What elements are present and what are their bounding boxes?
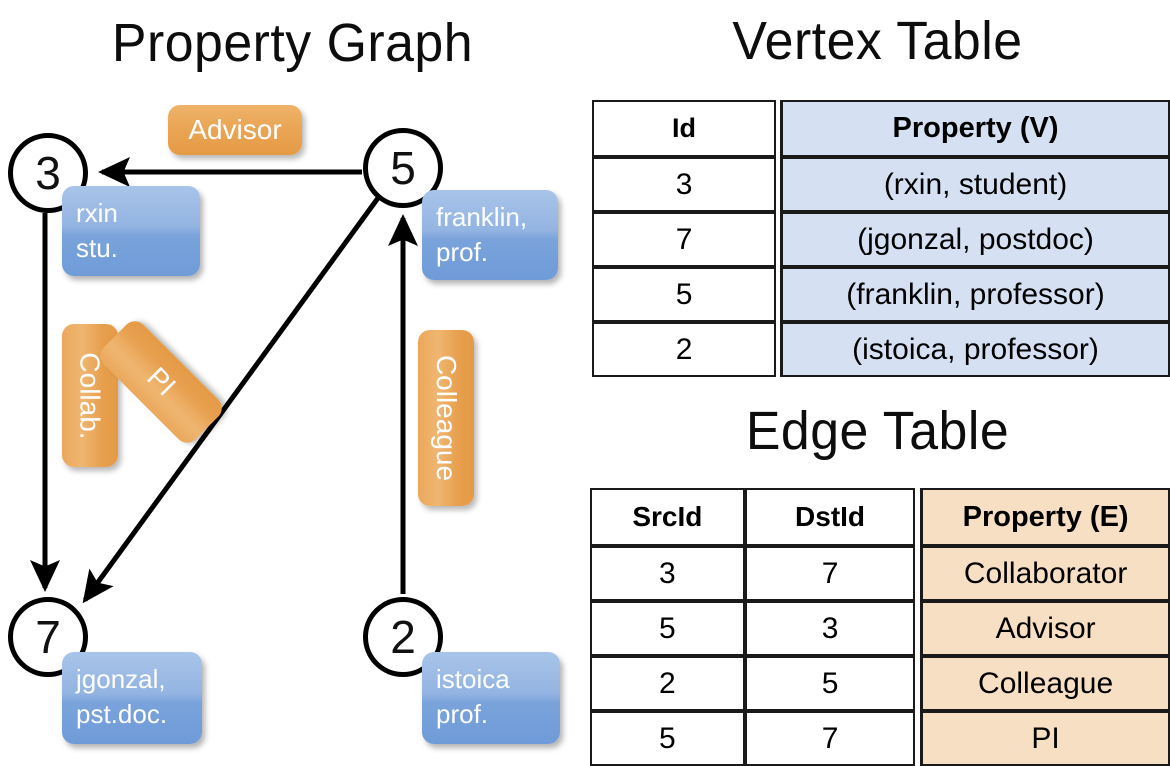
- vertex-property-box-rxin-line1: rxin: [76, 198, 118, 228]
- graph-node-5-label: 5: [390, 142, 416, 194]
- edge-label-collab-text: Collab.: [75, 351, 107, 440]
- edge-table-cell-dstid: 5: [744, 656, 916, 711]
- vertex-property-box-franklin[interactable]: franklin, prof.: [422, 190, 558, 280]
- edge-table-cell-srcid: 3: [590, 546, 745, 601]
- edge-pi-line: [82, 196, 381, 604]
- edge-table-column-gap: [915, 601, 921, 656]
- page-title-property-graph: Property Graph: [111, 13, 474, 73]
- edge-table-cell-property: Colleague: [920, 656, 1170, 711]
- edge-label-colleague-text: Colleague: [431, 354, 463, 482]
- vertex-table-column-gap: [776, 267, 781, 322]
- vertex-table-column-gap: [776, 100, 781, 157]
- edge-table-cell-dstid: 3: [744, 601, 916, 656]
- vertex-property-box-istoica-line2: prof.: [436, 699, 489, 730]
- edge-table-column-gap: [915, 488, 921, 546]
- page-title-edge-table: Edge Table: [745, 401, 1010, 461]
- vertex-table-column-gap: [776, 322, 781, 377]
- vertex-table-cell-property: (jgonzal, postdoc): [780, 212, 1170, 267]
- property-graph-diagram: 3 5 7 2 rxin stu. franklin, prof. jgonza…: [0, 0, 585, 760]
- vertex-property-box-rxin[interactable]: rxin stu.: [62, 186, 200, 276]
- vertex-table-row[interactable]: 3 (rxin, student): [592, 157, 1170, 212]
- vertex-table-header-row: Id Property (V): [592, 100, 1170, 157]
- vertex-table: Id Property (V) 3 (rxin, student) 7 (jgo…: [592, 100, 1170, 377]
- edge-table-row[interactable]: 3 7 Collaborator: [590, 546, 1170, 601]
- vertex-table-row[interactable]: 2 (istoica, professor): [592, 322, 1170, 377]
- vertex-table-cell-property: (rxin, student): [780, 157, 1170, 212]
- edge-table: SrcId DstId Property (E) 3 7 Collaborato…: [590, 488, 1170, 766]
- vertex-table-cell-id: 7: [592, 212, 777, 267]
- edge-table-cell-srcid: 2: [590, 656, 745, 711]
- vertex-table-cell-property: (istoica, professor): [780, 322, 1170, 377]
- edge-table-header-property: Property (E): [920, 488, 1170, 546]
- graph-node-3-label: 3: [35, 147, 61, 199]
- edge-label-advisor[interactable]: Advisor: [168, 105, 302, 155]
- edge-label-colleague[interactable]: Colleague: [418, 330, 474, 506]
- vertex-property-box-jgonzal-line2: pst.doc.: [76, 699, 168, 730]
- graph-node-2-label: 2: [390, 611, 416, 663]
- graph-node-2[interactable]: 2: [363, 597, 443, 677]
- vertex-table-header-id: Id: [592, 100, 777, 157]
- edge-label-pi-text: PI: [141, 361, 182, 402]
- graph-edges-svg: [30, 157, 418, 604]
- edge-table-header-srcid: SrcId: [590, 488, 745, 546]
- edge-label-advisor-text: Advisor: [188, 114, 282, 145]
- graph-node-7-label: 7: [35, 611, 61, 663]
- edge-table-cell-dstid: 7: [744, 546, 916, 601]
- vertex-table-row[interactable]: 5 (franklin, professor): [592, 267, 1170, 322]
- vertex-table-cell-id: 2: [592, 322, 777, 377]
- vertex-property-box-franklin-line2: prof.: [436, 237, 489, 268]
- edge-table-cell-property: Collaborator: [920, 546, 1170, 601]
- edge-table-column-gap: [915, 711, 921, 766]
- vertex-property-box-rxin-line2: stu.: [76, 233, 118, 264]
- page-title-vertex-table: Vertex Table: [732, 11, 1023, 71]
- vertex-property-box-istoica-line1: istoica: [436, 664, 510, 694]
- vertex-property-box-franklin-line1: franklin,: [436, 202, 528, 232]
- vertex-table-header-property: Property (V): [780, 100, 1170, 157]
- edge-table-header-dstid: DstId: [744, 488, 916, 546]
- vertex-property-box-jgonzal-line1: jgonzal,: [76, 664, 166, 694]
- edge-table-column-gap: [915, 656, 921, 711]
- edge-table-header-row: SrcId DstId Property (E): [590, 488, 1170, 546]
- edge-table-row[interactable]: 2 5 Colleague: [590, 656, 1170, 711]
- edge-table-cell-property: Advisor: [920, 601, 1170, 656]
- vertex-table-column-gap: [776, 157, 781, 212]
- edge-table-row[interactable]: 5 7 PI: [590, 711, 1170, 766]
- edge-table-column-gap: [915, 546, 921, 601]
- edge-table-cell-property: PI: [920, 711, 1170, 766]
- vertex-table-cell-id: 5: [592, 267, 777, 322]
- vertex-table-row[interactable]: 7 (jgonzal, postdoc): [592, 212, 1170, 267]
- edge-table-cell-srcid: 5: [590, 711, 745, 766]
- vertex-table-cell-property: (franklin, professor): [780, 267, 1170, 322]
- edge-table-row[interactable]: 5 3 Advisor: [590, 601, 1170, 656]
- vertex-table-cell-id: 3: [592, 157, 777, 212]
- vertex-property-box-istoica[interactable]: istoica prof.: [422, 652, 560, 744]
- vertex-table-column-gap: [776, 212, 781, 267]
- vertex-property-box-jgonzal[interactable]: jgonzal, pst.doc.: [62, 652, 202, 744]
- graph-node-5[interactable]: 5: [363, 128, 443, 208]
- edge-table-cell-srcid: 5: [590, 601, 745, 656]
- edge-table-cell-dstid: 7: [744, 711, 916, 766]
